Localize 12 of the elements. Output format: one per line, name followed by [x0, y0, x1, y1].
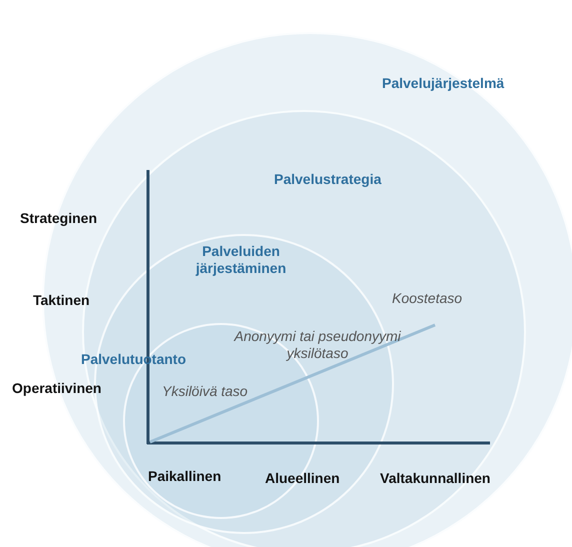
circle-heading: Palveluiden järjestäminen — [194, 243, 288, 277]
axis-label: Taktinen — [33, 292, 91, 309]
level-label: Anonyymi tai pseudonyymi yksilötaso — [232, 328, 402, 362]
level-label: Yksilöivä taso — [162, 383, 249, 400]
axis-label: Strateginen — [20, 210, 98, 227]
axis-label: Valtakunnallinen — [380, 470, 492, 487]
axis-label: Operatiivinen — [12, 380, 102, 397]
circle-heading: Palvelustrategia — [274, 171, 382, 188]
circle-heading: Palvelujärjestelmä — [382, 75, 506, 92]
axis-label: Paikallinen — [148, 468, 222, 485]
axis-label: Alueellinen — [265, 470, 341, 487]
level-label: Koostetaso — [392, 290, 464, 307]
